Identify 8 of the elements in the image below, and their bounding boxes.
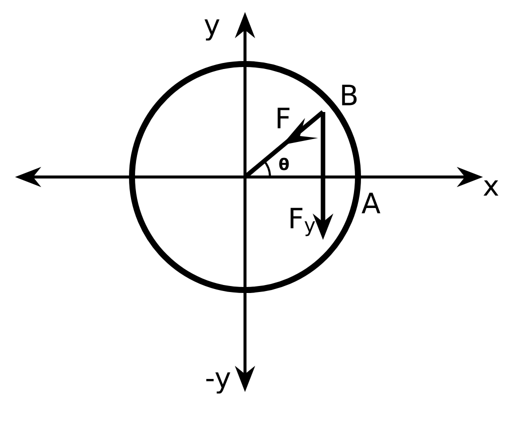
axis-label: x xyxy=(484,180,498,196)
axis-label: y xyxy=(204,19,220,41)
force-label: F$_{y}$ xyxy=(290,208,316,236)
point-label: B xyxy=(342,84,357,106)
axis-label: -y xyxy=(206,372,230,394)
angle-label: θ xyxy=(279,158,289,170)
force-label: F xyxy=(278,108,290,128)
point-label: A xyxy=(362,192,380,214)
